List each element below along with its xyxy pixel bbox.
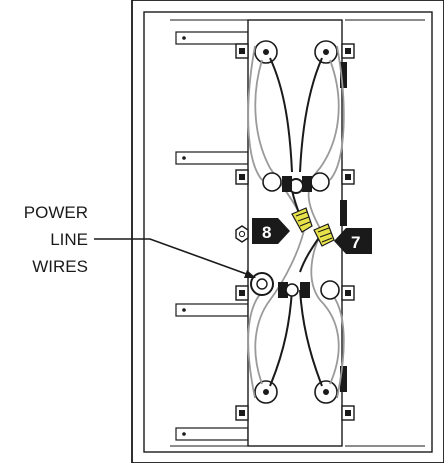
step-number-8: 8 xyxy=(262,223,271,242)
callout-line-3: WIRES xyxy=(32,257,88,276)
step-number-7: 7 xyxy=(351,233,360,252)
lamp-sockets xyxy=(254,40,338,404)
step-marker-7: 7 xyxy=(334,228,372,254)
terminal-clips xyxy=(235,43,355,421)
junction-connectors xyxy=(250,172,340,300)
left-rail-brackets xyxy=(170,19,425,447)
callout-line-1: POWER xyxy=(24,203,88,222)
step-marker-8: 8 xyxy=(252,218,290,244)
wire-nut-right xyxy=(313,223,335,247)
power-line-callout: POWER LINE WIRES xyxy=(24,203,256,278)
right-side-tabs xyxy=(340,62,347,392)
callout-arrowhead xyxy=(244,270,256,278)
callout-line-2: LINE xyxy=(50,230,88,249)
wire-nut-left xyxy=(291,207,313,233)
wire-nuts xyxy=(291,207,335,247)
hex-nut-icon xyxy=(235,225,249,243)
